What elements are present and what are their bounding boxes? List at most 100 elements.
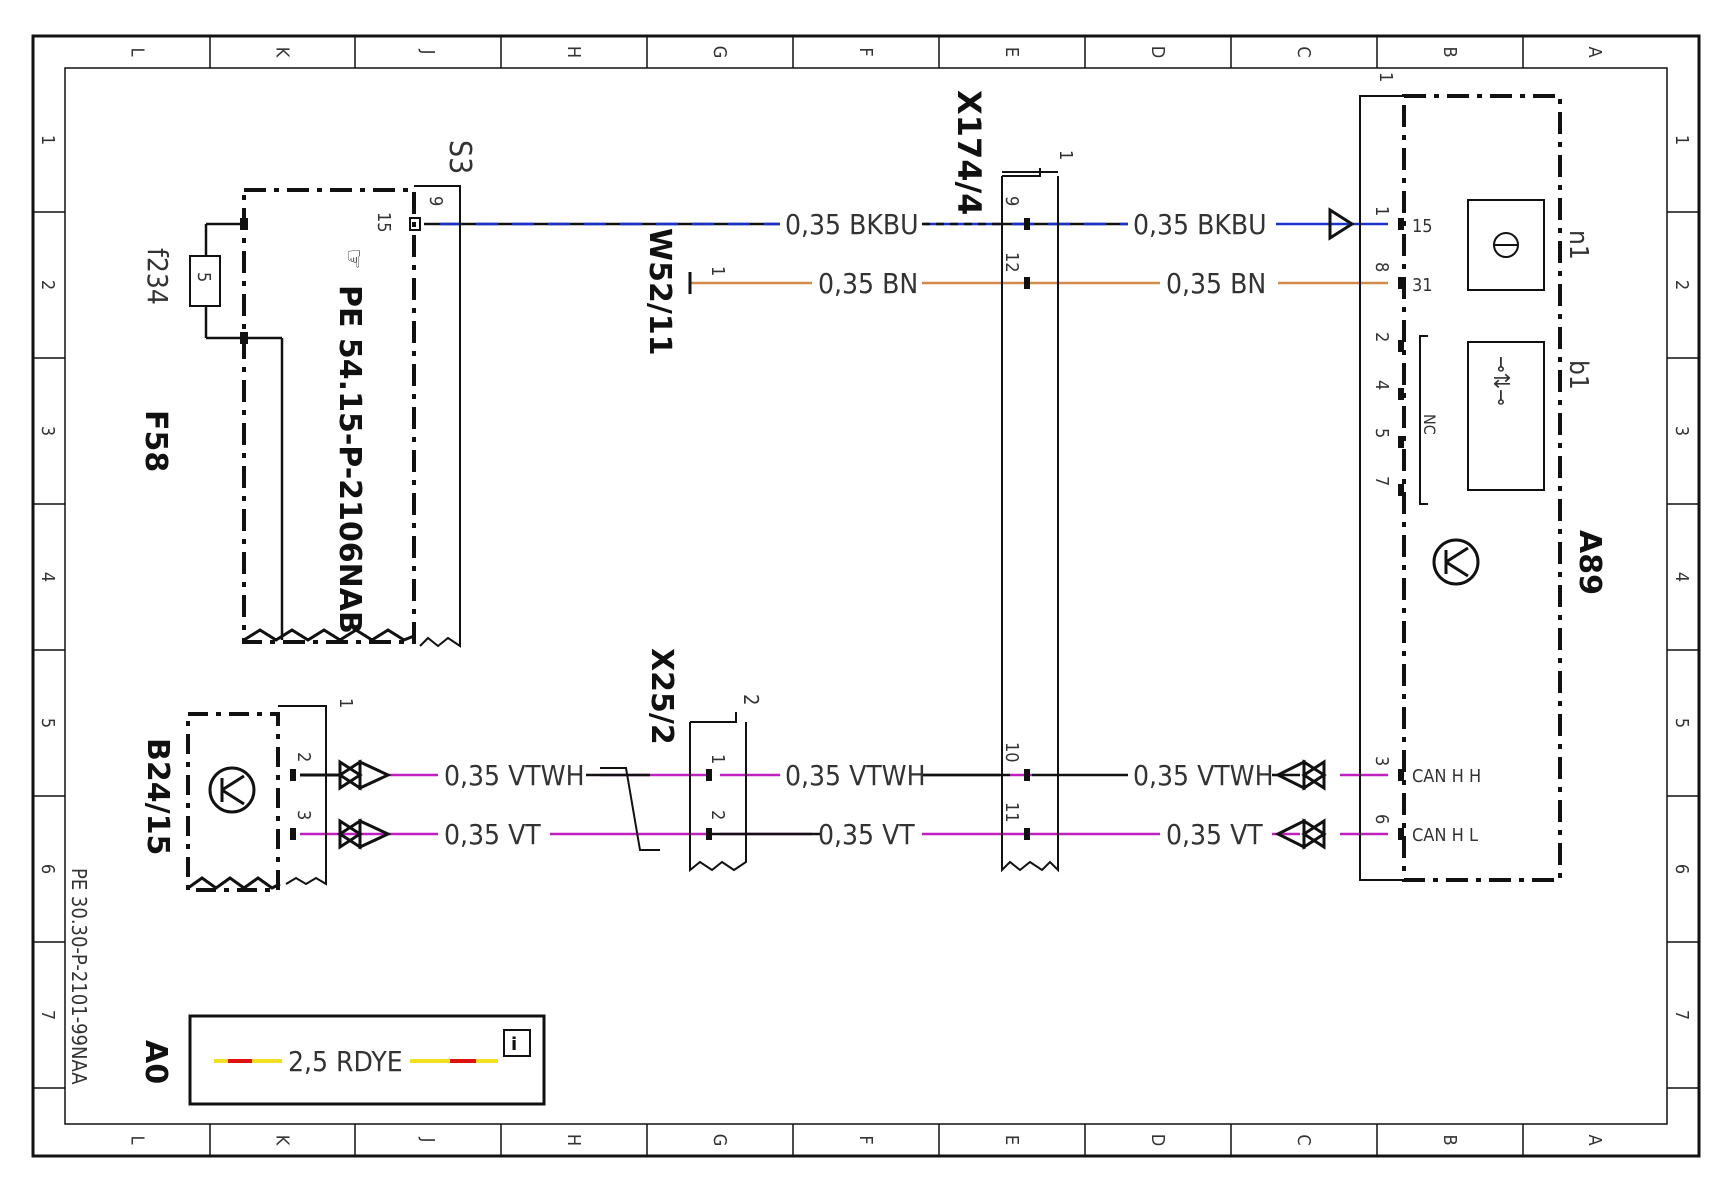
a89-pin-15: 15 <box>1412 216 1433 237</box>
a89-pin-7: 7 <box>1371 476 1392 486</box>
a89-pin-8: 8 <box>1371 262 1392 272</box>
wire-label-vtwh-left: 0,35 VTWH <box>444 759 585 792</box>
component-x25-2: 2 X25/2 1 2 <box>600 648 763 873</box>
s3-label: S3 <box>442 140 477 174</box>
a89-pin-31: 31 <box>1412 275 1433 296</box>
zone-number-right: 6 <box>1671 864 1692 874</box>
zone-letter-bottom: D <box>1147 1134 1168 1146</box>
zone-letter-top: B <box>1439 46 1460 57</box>
a89-pin-6: 6 <box>1371 814 1392 824</box>
component-b24-15: 1 B24/15 2 3 <box>140 698 356 892</box>
w52-11-label: W52/11 <box>642 228 677 356</box>
wire-black-segments <box>204 222 1000 836</box>
a89-pin-5: 5 <box>1371 428 1392 438</box>
x174-4-pin-12: 12 <box>1001 252 1022 273</box>
zone-letter-top: J <box>417 49 438 55</box>
wire-label-vt-right: 0,35 VT <box>1166 818 1263 851</box>
zone-letter-bottom: C <box>1293 1134 1314 1145</box>
b24-15-pin-3: 3 <box>293 810 314 820</box>
zone-letter-bottom: K <box>272 1135 293 1146</box>
zone-letter-bottom: G <box>709 1134 730 1147</box>
a89-n1: n1 <box>1563 230 1593 260</box>
switch-contact-icon: ⊸⇅⊸ <box>1488 356 1513 406</box>
component-a89: 1 A89 n1 b1 ⊸⇅⊸ NC 1 8 2 4 5 7 3 6 15 31… <box>1359 72 1607 882</box>
wire-label-vt-mid: 0,35 VT <box>818 818 915 851</box>
a89-pin-4: 4 <box>1371 380 1392 390</box>
hand-pointer-icon: ☞ <box>340 248 368 270</box>
document-reference: PE 30.30-P-2101-99NAA <box>67 868 91 1085</box>
a89-nc: NC <box>1420 414 1439 435</box>
zone-letter-top: G <box>709 46 730 59</box>
wire-label-vtwh-mid: 0,35 VTWH <box>785 759 926 792</box>
connector-arrows-left <box>300 759 392 850</box>
f234-label: f234 <box>141 248 174 305</box>
component-w52-11: 1 W52/11 <box>642 228 728 356</box>
w52-11-pin: 1 <box>707 266 728 276</box>
zone-number-right: 1 <box>1671 135 1692 145</box>
zone-letter-bottom: E <box>1001 1135 1022 1145</box>
component-s3: S3 9 15 ☞ PE 54.15-P-2106NAB <box>240 140 477 648</box>
x174-4-marker: 1 <box>1055 150 1076 160</box>
zone-number-left: 2 <box>37 280 58 290</box>
wire-label-bn-left: 0,35 BN <box>818 267 918 300</box>
zone-numbers-right: 1 2 3 4 5 6 7 <box>1671 135 1692 1020</box>
s3-pin-9: 9 <box>425 196 446 206</box>
zone-number-left: 3 <box>37 426 58 436</box>
zone-letter-top: F <box>855 47 876 56</box>
zone-number-right: 4 <box>1671 572 1692 582</box>
zone-letter-top: E <box>1001 47 1022 57</box>
zone-letter-top: H <box>563 46 584 58</box>
x25-2-label: X25/2 <box>644 648 679 745</box>
f234-fuse-value: 5 <box>193 272 214 282</box>
zone-number-right: 2 <box>1671 280 1692 290</box>
a89-b1: b1 <box>1563 360 1593 390</box>
f58-label: F58 <box>138 410 173 472</box>
a89-pin-3: 3 <box>1371 756 1392 766</box>
zone-letter-top: K <box>272 47 293 58</box>
component-f234: 5 f234 <box>141 248 221 307</box>
zone-letter-bottom: F <box>855 1135 876 1144</box>
zone-letter-top: C <box>1293 46 1314 57</box>
wire-labels: 0,35 BKBU 0,35 BKBU 0,35 BN 0,35 BN 0,35… <box>444 208 1274 851</box>
wire-label-bn-right: 0,35 BN <box>1166 267 1266 300</box>
zone-number-right: 3 <box>1671 426 1692 436</box>
zone-letter-bottom: B <box>1439 1134 1460 1145</box>
zone-letter-top: L <box>127 47 148 56</box>
zone-letter-bottom: A <box>1584 1134 1605 1145</box>
a0-label: A0 <box>138 1040 173 1084</box>
zone-letter-bottom: L <box>127 1135 148 1144</box>
wire-label-vt-left: 0,35 VT <box>444 818 541 851</box>
a89-pin-1: 1 <box>1371 206 1392 216</box>
zone-number-left: 7 <box>37 1010 58 1020</box>
b24-15-marker: 1 <box>335 698 356 708</box>
zone-number-left: 1 <box>37 135 58 145</box>
zone-letter-bottom: J <box>417 1137 438 1143</box>
b24-15-label: B24/15 <box>140 738 175 855</box>
x174-4-pin-9: 9 <box>1001 196 1022 206</box>
zone-letter-top: D <box>1147 46 1168 58</box>
connector-arrows-right <box>1274 207 1355 850</box>
a89-pin-2: 2 <box>1371 332 1392 342</box>
zone-number-right: 5 <box>1671 718 1692 728</box>
wire-label-bkbu-right: 0,35 BKBU <box>1133 208 1267 241</box>
zone-number-right: 7 <box>1671 1010 1692 1020</box>
x25-2-pin-1: 1 <box>707 754 728 764</box>
x174-4-label: X174/4 <box>950 90 988 215</box>
component-a0-legend: A0 2,5 RDYE i <box>138 1014 546 1106</box>
drawing-frame <box>31 34 1701 1158</box>
s3-pin-15: 15 <box>373 212 394 233</box>
zone-letter-top: A <box>1584 46 1605 57</box>
x25-2-marker: 2 <box>739 694 763 705</box>
wire-label-vtwh-right: 0,35 VTWH <box>1133 759 1274 792</box>
a0-legend-wire: 2,5 RDYE <box>288 1045 403 1078</box>
x174-4-pin-11: 11 <box>1001 802 1022 823</box>
wire-label-bkbu-left: 0,35 BKBU <box>785 208 919 241</box>
a89-marker: 1 <box>1375 72 1396 82</box>
info-icon[interactable]: i <box>511 1034 517 1055</box>
a89-can-l: CAN H L <box>1412 825 1478 846</box>
